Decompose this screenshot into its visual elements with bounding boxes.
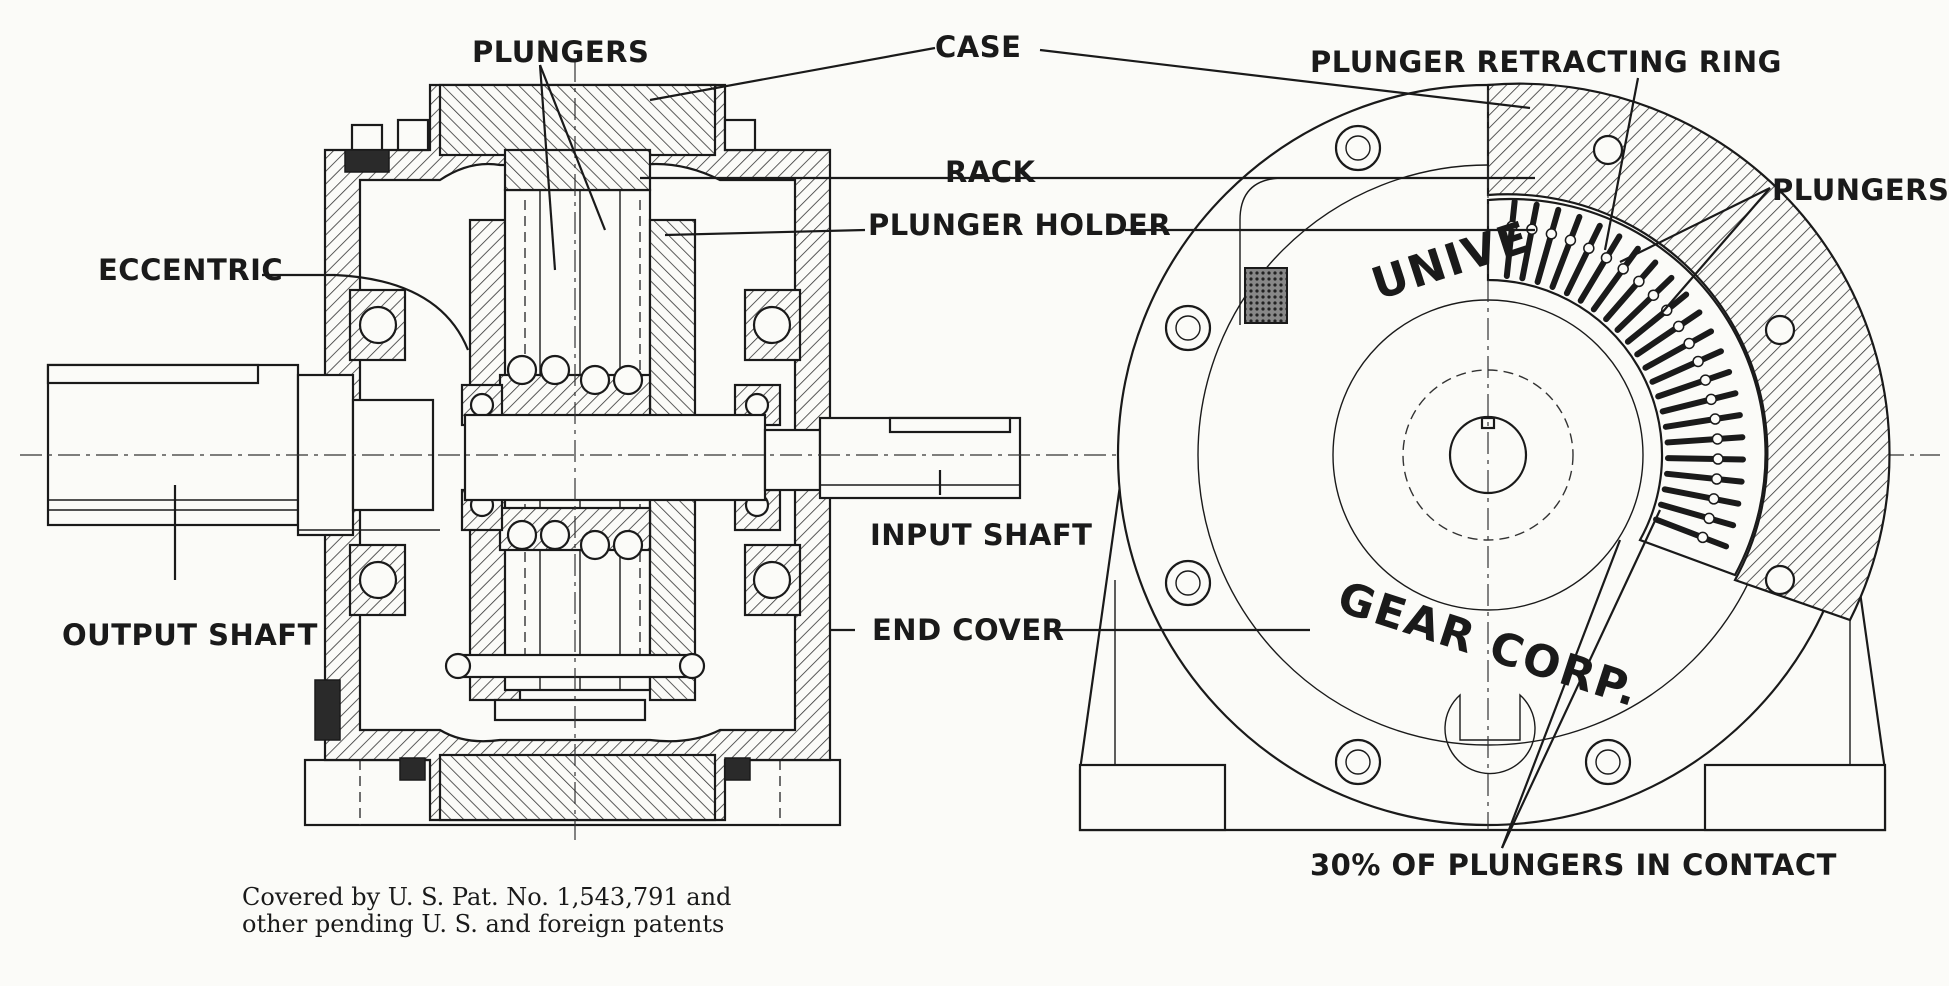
plunger-pin — [1703, 512, 1715, 525]
plunger — [1563, 222, 1603, 297]
plunger-pin — [1711, 433, 1724, 445]
label-plungers-top: PLUNGERS — [472, 35, 649, 69]
plunger — [1519, 201, 1540, 282]
plunger — [1624, 291, 1690, 345]
plunger — [1664, 434, 1746, 446]
caption-line-1: Covered by U. S. Pat. No. 1,543,791 and — [242, 883, 731, 911]
plunger-pin — [1583, 242, 1595, 255]
plunger — [1649, 348, 1724, 385]
callout-labels: PLUNGERS CASE RACK PLUNGER HOLDER ECCENT… — [62, 30, 1949, 882]
plunger-pin — [1647, 289, 1660, 301]
plunger-pin — [1710, 473, 1723, 485]
plunger — [1549, 213, 1583, 290]
end-view — [1078, 82, 1891, 832]
case-bottom — [438, 753, 717, 822]
plunger — [1503, 198, 1518, 279]
plunger-pin — [1633, 275, 1645, 288]
plunger-pin — [1600, 252, 1613, 264]
plunger-pin — [1617, 263, 1629, 275]
plunger — [1662, 412, 1743, 430]
plunger-pin — [1712, 453, 1724, 465]
plunger — [1661, 486, 1742, 507]
label-case: CASE — [935, 30, 1021, 64]
plunger — [1653, 516, 1730, 550]
plunger — [1603, 259, 1659, 323]
plunger — [1634, 309, 1703, 358]
output-shaft — [46, 363, 300, 527]
leader-lines — [173, 46, 1771, 849]
plunger-fan — [1503, 198, 1746, 550]
plunger — [1534, 206, 1562, 285]
label-output-shaft: OUTPUT SHAFT — [62, 618, 318, 652]
plunger — [1577, 233, 1623, 304]
label-input-shaft: INPUT SHAFT — [870, 518, 1092, 552]
plunger-pin — [1709, 413, 1721, 425]
label-rack: RACK — [945, 155, 1037, 189]
input-shaft-core — [463, 413, 767, 502]
plunger-pin — [1708, 493, 1720, 505]
section-view — [20, 60, 1940, 840]
bearing-ball — [358, 305, 398, 345]
plunger-pin — [1692, 355, 1704, 368]
plunger — [1659, 390, 1739, 415]
hex-bolts — [1164, 124, 1632, 786]
plunger-pin — [1506, 220, 1518, 233]
label-end-cover: END COVER — [872, 613, 1065, 647]
plunger — [1664, 455, 1746, 463]
caption-line-2: other pending U. S. and foreign patents — [242, 910, 724, 938]
plunger — [1590, 245, 1641, 313]
plunger-pin — [1699, 374, 1712, 386]
plunger — [1658, 501, 1737, 529]
label-plungers-right: PLUNGERS — [1772, 173, 1949, 207]
plunger — [1614, 274, 1675, 333]
retracting-ring — [1486, 82, 1891, 622]
bearing-ball — [752, 305, 792, 345]
plunger-pin — [1672, 320, 1685, 333]
plunger-pin — [1683, 337, 1695, 350]
label-plungers-in-contact: 30% OF PLUNGERS IN CONTACT — [1310, 848, 1837, 882]
bearing-ball — [358, 560, 398, 600]
plunger-pin — [1660, 304, 1673, 317]
label-plunger-retracting-ring: PLUNGER RETRACTING RING — [1310, 45, 1782, 79]
plunger-pin — [1705, 393, 1717, 406]
plunger — [1664, 470, 1745, 485]
knurled-knob — [1244, 267, 1288, 324]
plunger — [1655, 368, 1733, 400]
rack — [503, 148, 652, 192]
bearing-ball — [752, 560, 792, 600]
label-eccentric: ECCENTRIC — [98, 253, 283, 287]
plunger-pin — [1564, 234, 1577, 247]
plunger — [1642, 328, 1715, 371]
patent-caption: Covered by U. S. Pat. No. 1,543,791 and … — [242, 883, 731, 938]
plunger-pin — [1545, 228, 1558, 240]
plunger-pin — [1696, 531, 1709, 544]
label-plunger-holder: PLUNGER HOLDER — [868, 208, 1171, 242]
